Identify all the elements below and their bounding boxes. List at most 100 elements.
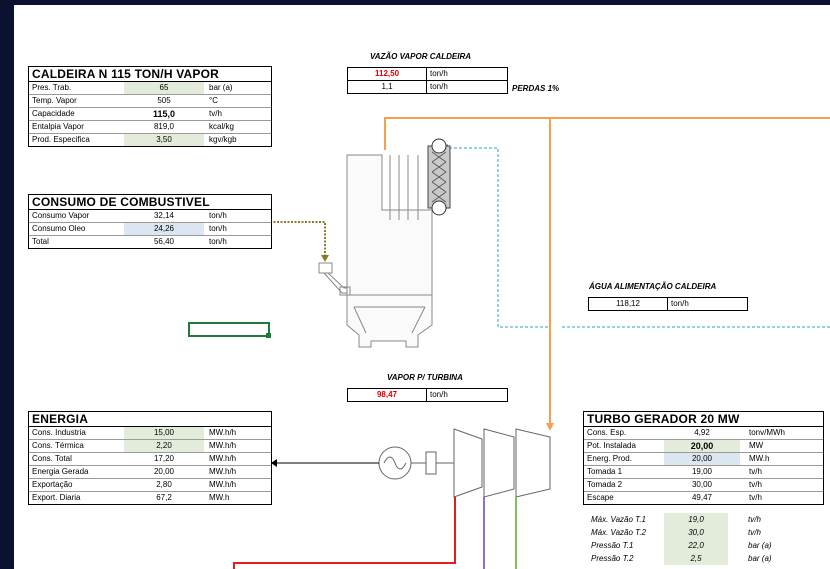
energy-unit[interactable]: MW.h/h bbox=[209, 428, 237, 437]
boiler-unit[interactable]: tv/h bbox=[209, 109, 222, 118]
exhaust-line-red bbox=[233, 497, 456, 569]
losses-label: PERDAS 1% bbox=[512, 84, 560, 93]
boiler-value[interactable]: 505 bbox=[157, 96, 171, 105]
turbo-unit[interactable]: MW bbox=[749, 441, 764, 450]
energy-value[interactable]: 2,80 bbox=[156, 480, 172, 489]
limit-value[interactable]: 30,0 bbox=[664, 526, 728, 539]
energy-row: Exportação 2,80 MW.h/h bbox=[29, 479, 271, 492]
limit-unit[interactable]: bar (a) bbox=[748, 541, 772, 550]
limit-label[interactable]: Pressão T.1 bbox=[591, 541, 634, 550]
limit-unit[interactable]: bar (a) bbox=[748, 554, 772, 563]
spreadsheet-canvas: CALDEIRA N 115 TON/H VAPOR Pres. Trab.65… bbox=[14, 5, 830, 569]
energy-value[interactable]: 20,00 bbox=[153, 467, 175, 476]
selected-cell-handle bbox=[266, 333, 271, 338]
fuel-table-title: CONSUMO DE COMBUSTIVEL bbox=[29, 195, 271, 210]
boiler-label[interactable]: Pres. Trab. bbox=[32, 83, 72, 92]
energy-value[interactable]: 67,2 bbox=[156, 493, 172, 502]
turbo-row: Tomada 2 30,00 tv/h bbox=[584, 479, 823, 492]
turbo-value[interactable]: 4,92 bbox=[694, 428, 710, 437]
fuel-value[interactable]: 24,26 bbox=[124, 223, 204, 235]
boiler-unit[interactable]: °C bbox=[209, 96, 218, 105]
limit-value[interactable]: 2,5 bbox=[664, 552, 728, 565]
turbine-icon bbox=[453, 428, 551, 498]
fuel-unit[interactable]: ton/h bbox=[209, 211, 227, 220]
fuel-value[interactable]: 32,14 bbox=[153, 211, 175, 220]
selected-cell bbox=[188, 322, 270, 337]
fuel-row: Total 56,40 ton/h bbox=[29, 236, 271, 248]
boiler-label[interactable]: Entalpia Vapor bbox=[32, 122, 84, 131]
boiler-value[interactable]: 3,50 bbox=[124, 134, 204, 146]
turbo-label[interactable]: Tomada 1 bbox=[587, 467, 623, 476]
turbo-label[interactable]: Escape bbox=[587, 493, 614, 502]
steam-loss-unit: ton/h bbox=[430, 82, 448, 91]
turbo-label[interactable]: Tomada 2 bbox=[587, 480, 623, 489]
boiler-value[interactable]: 819,0 bbox=[153, 122, 175, 131]
energy-unit[interactable]: MW.h bbox=[209, 493, 230, 502]
boiler-row: Pres. Trab. 65 bar (a) bbox=[29, 82, 271, 95]
energy-value[interactable]: 15,00 bbox=[124, 427, 204, 439]
limit-unit[interactable]: tv/h bbox=[748, 528, 761, 537]
boiler-unit[interactable]: bar (a) bbox=[209, 83, 233, 92]
turbo-label[interactable]: Cons. Esp. bbox=[587, 428, 627, 437]
energy-unit[interactable]: MW.h/h bbox=[209, 480, 237, 489]
limit-value[interactable]: 22,0 bbox=[664, 539, 728, 552]
fuel-label[interactable]: Consumo Vapor bbox=[32, 211, 90, 220]
energy-label[interactable]: Cons. Térmica bbox=[32, 441, 84, 450]
boiler-value[interactable]: 115,0 bbox=[152, 109, 176, 119]
steam-loss-value: 1,1 bbox=[348, 81, 427, 93]
boiler-label[interactable]: Capacidade bbox=[32, 109, 75, 118]
turbo-value[interactable]: 49,47 bbox=[691, 493, 713, 502]
boiler-unit[interactable]: kcal/kg bbox=[209, 122, 234, 131]
feedwater-unit: ton/h bbox=[671, 299, 689, 308]
fuel-line bbox=[270, 221, 326, 257]
energy-label[interactable]: Cons. Industria bbox=[32, 428, 86, 437]
boiler-table: CALDEIRA N 115 TON/H VAPOR Pres. Trab.65… bbox=[28, 66, 272, 147]
fuel-label[interactable]: Consumo Oleo bbox=[32, 224, 86, 233]
feedwater-value: 118,12 bbox=[589, 298, 668, 310]
turbo-row: Energ. Prod. 20,00 MW.h bbox=[584, 453, 823, 466]
turbo-unit[interactable]: tv/h bbox=[749, 493, 762, 502]
limit-unit[interactable]: tv/h bbox=[748, 515, 761, 524]
turbo-label[interactable]: Energ. Prod. bbox=[587, 454, 632, 463]
fuel-row: Consumo Vapor 32,14 ton/h bbox=[29, 210, 271, 223]
energy-unit[interactable]: MW.h/h bbox=[209, 441, 237, 450]
boiler-label[interactable]: Temp. Vapor bbox=[32, 96, 77, 105]
turbo-unit[interactable]: tonv/MWh bbox=[749, 428, 786, 437]
boiler-unit[interactable]: kgv/kgb bbox=[209, 135, 237, 144]
energy-label[interactable]: Exportação bbox=[32, 480, 73, 489]
fuel-value[interactable]: 56,40 bbox=[153, 237, 175, 246]
turbo-value[interactable]: 20,00 bbox=[664, 453, 740, 465]
boiler-value[interactable]: 65 bbox=[124, 82, 204, 94]
fuel-unit[interactable]: ton/h bbox=[209, 224, 227, 233]
steam-flow-box: 112,50 ton/h 1,1 ton/h bbox=[347, 67, 508, 94]
turbo-value[interactable]: 19,00 bbox=[691, 467, 713, 476]
turbo-label[interactable]: Pot. Instalada bbox=[587, 441, 636, 450]
fuel-table: CONSUMO DE COMBUSTIVEL Consumo Vapor 32,1… bbox=[28, 194, 272, 249]
steam-flow-caption: VAZÃO VAPOR CALDEIRA bbox=[370, 52, 472, 61]
fuel-label[interactable]: Total bbox=[32, 237, 49, 246]
energy-value[interactable]: 17,20 bbox=[153, 454, 175, 463]
turbo-value[interactable]: 20,00 bbox=[664, 440, 740, 452]
boiler-row: Prod. Especifica 3,50 kgv/kgb bbox=[29, 134, 271, 146]
boiler-label[interactable]: Prod. Especifica bbox=[32, 135, 90, 144]
fuel-unit[interactable]: ton/h bbox=[209, 237, 227, 246]
limit-label[interactable]: Pressão T.2 bbox=[591, 554, 634, 563]
energy-value[interactable]: 2,20 bbox=[124, 440, 204, 452]
energy-label[interactable]: Energia Gerada bbox=[32, 467, 89, 476]
energy-label[interactable]: Export. Diaria bbox=[32, 493, 81, 502]
energy-row: Export. Diaria 67,2 MW.h bbox=[29, 492, 271, 504]
energy-unit[interactable]: MW.h/h bbox=[209, 454, 237, 463]
turbo-unit[interactable]: tv/h bbox=[749, 480, 762, 489]
power-arrow-head bbox=[271, 459, 277, 467]
limit-label[interactable]: Máx. Vazão T.2 bbox=[591, 528, 646, 537]
process-diagram bbox=[188, 117, 830, 569]
turbo-unit[interactable]: MW.h bbox=[749, 454, 770, 463]
turbo-unit[interactable]: tv/h bbox=[749, 467, 762, 476]
limit-value[interactable]: 19,0 bbox=[664, 513, 728, 526]
energy-label[interactable]: Cons. Total bbox=[32, 454, 72, 463]
turbo-row: Cons. Esp. 4,92 tonv/MWh bbox=[584, 427, 823, 440]
turbo-value[interactable]: 30,00 bbox=[691, 480, 713, 489]
energy-unit[interactable]: MW.h/h bbox=[209, 467, 237, 476]
limit-label[interactable]: Máx. Vazão T.1 bbox=[591, 515, 646, 524]
